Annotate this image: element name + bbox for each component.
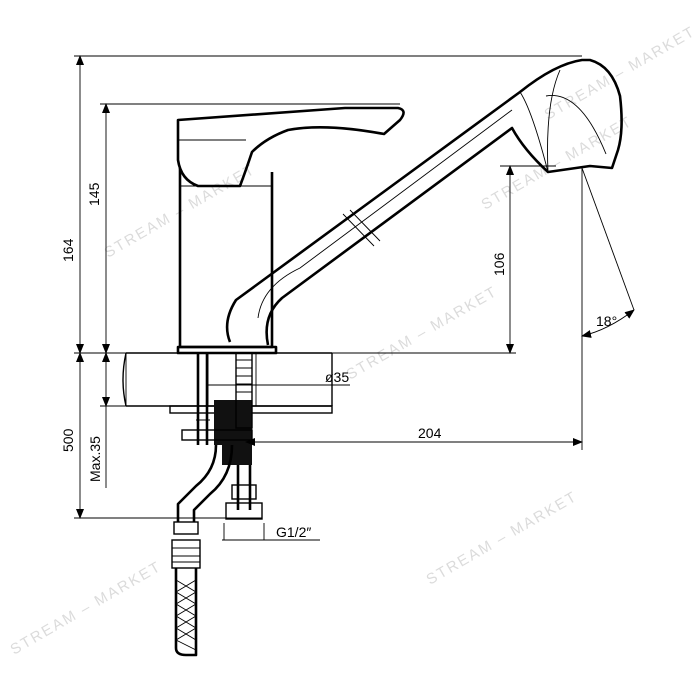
pull-out-spout — [225, 58, 623, 346]
dimension-labels: 164 145 106 204 500 Max.35 ø35 G1/2″ 18° — [60, 182, 617, 540]
dim-label-204: 204 — [418, 425, 442, 441]
dimension-lines — [74, 55, 635, 541]
dim-label-thread: G1/2″ — [276, 524, 311, 540]
dim-label-106: 106 — [491, 252, 507, 276]
dim-label-max35: Max.35 — [87, 436, 103, 482]
watermark-text: STREAM – MARKET — [424, 488, 581, 589]
watermark-layer: STREAM – MARKET STREAM – MARKET STREAM –… — [8, 23, 699, 659]
dim-label-164: 164 — [60, 238, 76, 262]
dim-label-500: 500 — [60, 428, 76, 452]
dim-label-angle: 18° — [596, 313, 617, 329]
dim-label-hole-diameter: ø35 — [325, 369, 349, 385]
under-counter-fittings — [171, 352, 265, 657]
dim-label-145: 145 — [86, 182, 102, 206]
watermark-text: STREAM – MARKET — [344, 283, 501, 384]
faucet-body — [176, 106, 405, 355]
watermark-text: STREAM – MARKET — [479, 113, 636, 214]
watermark-text: STREAM – MARKET — [8, 558, 165, 659]
